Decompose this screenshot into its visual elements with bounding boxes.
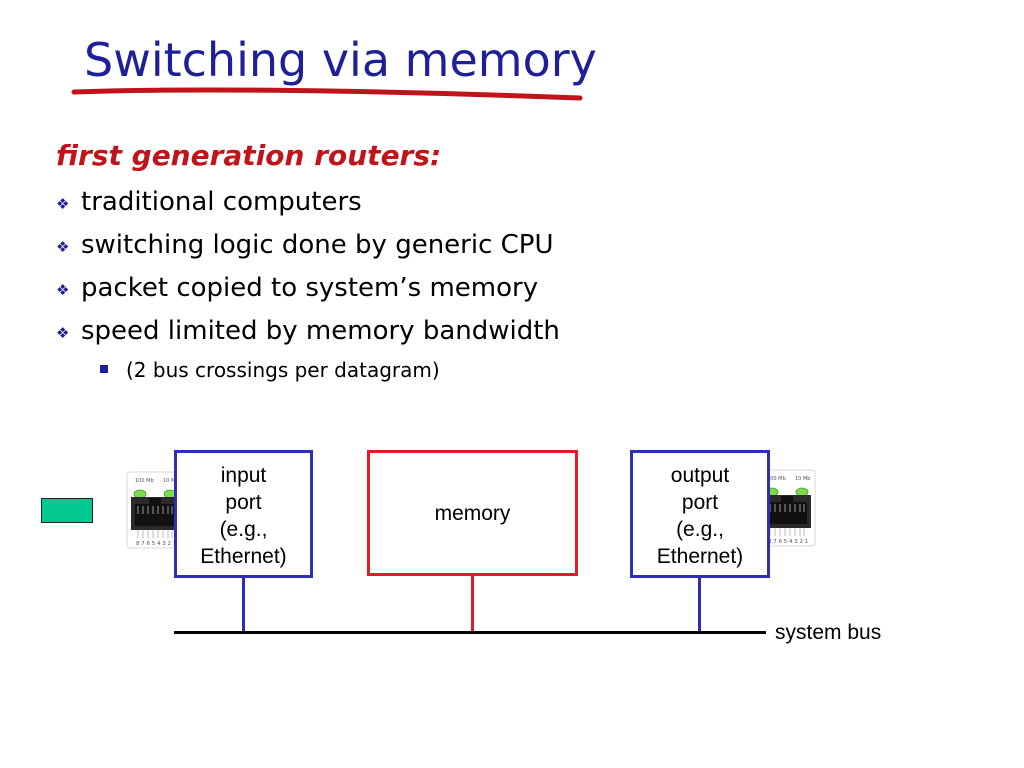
output-port-connector: [698, 578, 701, 633]
led-left-label: 100 Mb: [135, 478, 154, 484]
pin-numbers: 8 7 6 5 4 3 2 1: [136, 541, 176, 547]
output-port-label: output port (e.g., Ethernet): [633, 462, 767, 570]
input-port-box: input port (e.g., Ethernet): [174, 450, 313, 578]
led-right-label: 10 Mb: [163, 478, 178, 484]
diamond-bullet-icon: ❖: [56, 195, 70, 213]
led-right-label: 10 Mb: [795, 476, 810, 482]
memory-connector: [471, 576, 474, 633]
input-port-label-line: input: [220, 464, 267, 487]
ethernet-jack-icon: 100 Mb 10 Mb 8 7 6 5 4 3 2 1: [758, 469, 816, 547]
bullet-text: packet copied to system’s memory: [81, 273, 539, 303]
system-bus-label: system bus: [775, 621, 882, 644]
output-port-box: output port (e.g., Ethernet): [630, 450, 770, 578]
diamond-bullet-icon: ❖: [56, 324, 70, 342]
memory-box: memory: [367, 450, 578, 576]
output-port-label-line: output: [670, 464, 730, 487]
bullet-item: ❖ speed limited by memory bandwidth: [56, 313, 560, 356]
square-bullet-icon: [100, 365, 108, 373]
input-port-label-line: port: [225, 491, 262, 514]
bullet-item: ❖ traditional computers: [56, 184, 560, 227]
output-port-label-line: (e.g.,: [676, 518, 724, 541]
bullet-text: speed limited by memory bandwidth: [81, 316, 560, 346]
bullet-item: ❖ packet copied to system’s memory: [56, 270, 560, 313]
ethernet-jack-icon: 100 Mb 10 Mb 8 7 6 5 4 3 2 1: [126, 471, 184, 549]
led-left-label: 100 Mb: [767, 476, 786, 482]
packet-block: [41, 498, 93, 523]
input-port-label-line: Ethernet): [200, 545, 287, 568]
memory-label: memory: [434, 502, 511, 525]
bullet-item: ❖ switching logic done by generic CPU: [56, 227, 560, 270]
sub-bullet-text: (2 bus crossings per datagram): [126, 358, 440, 382]
input-port-label-line: (e.g.,: [219, 518, 268, 541]
diamond-bullet-icon: ❖: [56, 281, 70, 299]
subheading: first generation routers:: [56, 139, 442, 172]
output-port-label-line: Ethernet): [656, 545, 744, 568]
title-underline: [71, 87, 583, 101]
bullet-list: ❖ traditional computers ❖ switching logi…: [56, 184, 560, 356]
input-port-connector: [242, 578, 245, 633]
system-bus-line: [174, 631, 766, 634]
diamond-bullet-icon: ❖: [56, 238, 70, 256]
sub-bullet-item: (2 bus crossings per datagram): [100, 356, 440, 384]
output-port-label-line: port: [681, 491, 719, 514]
pin-numbers: 8 7 6 5 4 3 2 1: [768, 539, 808, 545]
slide-title: Switching via memory: [84, 33, 597, 87]
input-port-label: input port (e.g., Ethernet): [177, 462, 310, 570]
bullet-text: switching logic done by generic CPU: [81, 230, 554, 260]
bullet-text: traditional computers: [81, 187, 362, 217]
